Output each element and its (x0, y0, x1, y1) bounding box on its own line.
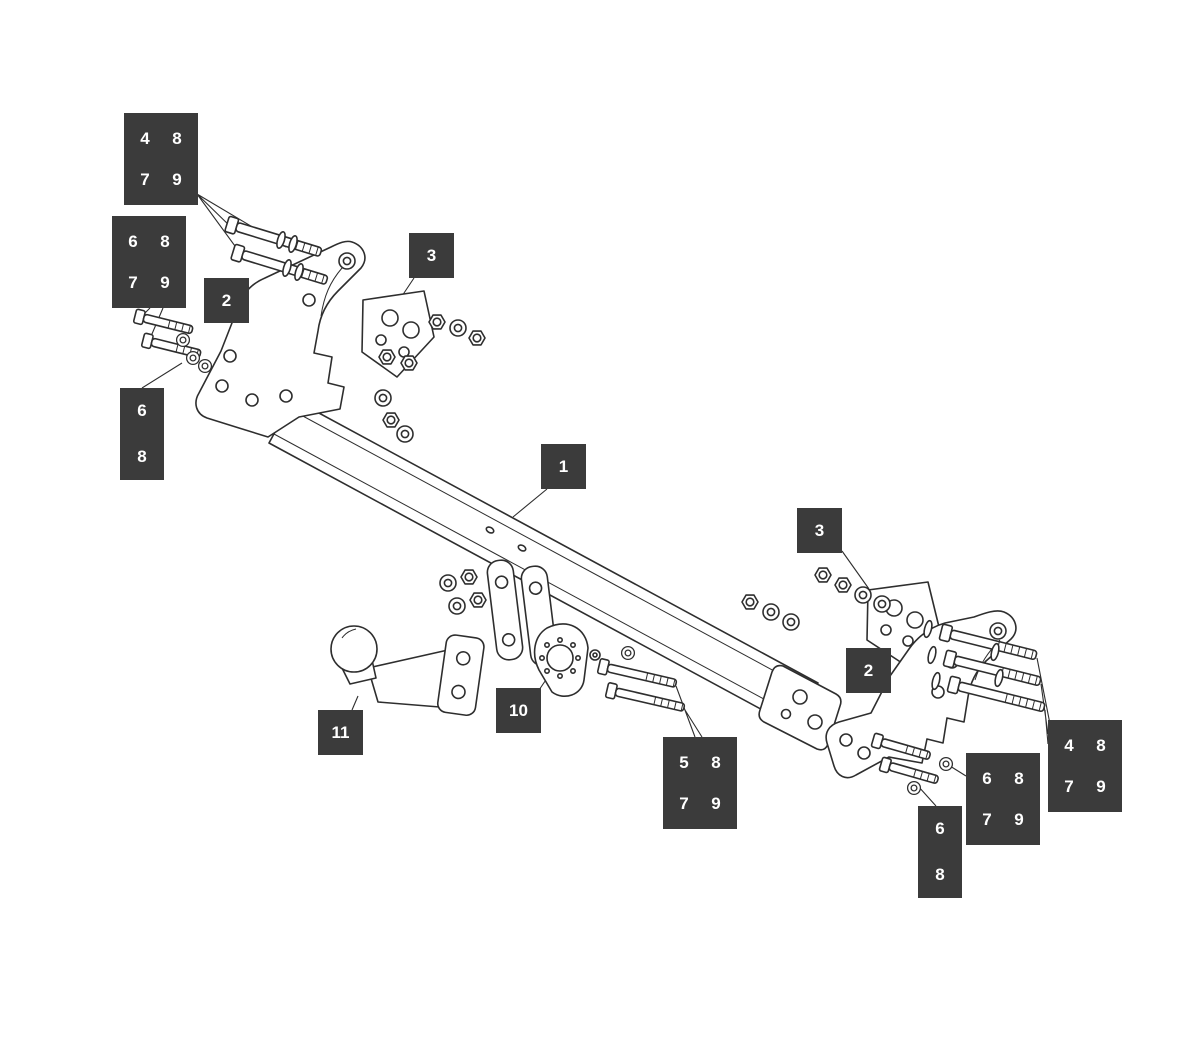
callout-number: 7 (1064, 776, 1074, 796)
callout-2-left: 2 (204, 278, 249, 323)
callout-number: 1 (558, 456, 569, 476)
callout-group-4879-right: 4 8 7 9 (1048, 720, 1122, 812)
callout-number: 3 (814, 520, 825, 540)
callout-number: 8 (1096, 735, 1106, 755)
callout-group-4879-top-left: 4 8 7 9 (124, 113, 198, 205)
callout-number: 8 (711, 752, 721, 772)
callout-group-6879-right: 6 8 7 9 (966, 753, 1040, 845)
callout-number: 7 (982, 809, 992, 829)
callout-group-5879-bottom: 5 8 7 9 (663, 737, 737, 829)
callout-number: 8 (160, 231, 170, 251)
callout-number: 7 (140, 169, 150, 189)
callout-number: 10 (509, 700, 528, 720)
callout-number: 7 (679, 793, 689, 813)
callout-3-left: 3 (409, 233, 454, 278)
callout-11: 11 (318, 710, 363, 755)
callout-group-68-right: 6 8 (918, 806, 962, 898)
callout-number: 7 (128, 272, 138, 292)
callout-number: 2 (221, 290, 232, 310)
callout-number: 8 (935, 865, 945, 884)
towball (330, 625, 485, 717)
callout-number: 8 (172, 128, 182, 148)
callout-number: 4 (1064, 735, 1074, 755)
callout-1: 1 (541, 444, 586, 489)
callout-number: 4 (140, 128, 150, 148)
callout-number: 8 (137, 447, 147, 466)
callout-number: 11 (331, 722, 350, 742)
callout-number: 9 (160, 272, 170, 292)
callout-number: 3 (426, 245, 437, 265)
callout-group-6879-left: 6 8 7 9 (112, 216, 186, 308)
washers-mid-left (439, 569, 487, 615)
callout-number: 6 (935, 819, 945, 838)
callout-number: 2 (863, 660, 874, 680)
callout-3-right: 3 (797, 508, 842, 553)
socket-bracket (533, 623, 601, 697)
crossbar-end-plate (758, 664, 842, 751)
callout-number: 9 (1096, 776, 1106, 796)
callout-number: 6 (128, 231, 138, 251)
callout-number: 6 (982, 768, 992, 788)
left-reinforcement-plate (361, 290, 435, 378)
bolts-left (132, 308, 213, 374)
callout-10: 10 (496, 688, 541, 733)
callout-2-right: 2 (846, 648, 891, 693)
left-mounting-bracket (195, 240, 366, 438)
callout-group-68-left: 6 8 (120, 388, 164, 480)
callout-number: 5 (679, 752, 689, 772)
callout-number: 8 (1014, 768, 1024, 788)
callout-number: 9 (172, 169, 182, 189)
callout-number: 6 (137, 401, 147, 420)
callout-number: 9 (711, 793, 721, 813)
callout-number: 9 (1014, 809, 1024, 829)
